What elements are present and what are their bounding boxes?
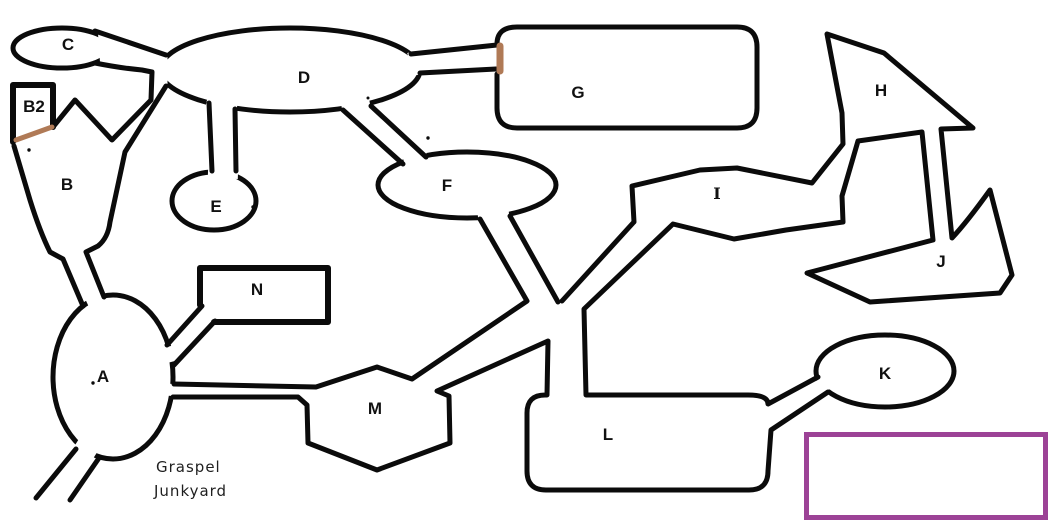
corridor-f-crossing-east [507, 213, 561, 305]
room-label-n: N [251, 280, 263, 299]
room-label-b: B [61, 175, 73, 194]
room-d-shape [157, 25, 423, 115]
map-title: Graspel Junkyard [153, 458, 227, 500]
door-b2-entrance [13, 124, 55, 143]
room-label-a: A [97, 367, 109, 386]
room-label-m: M [368, 399, 382, 418]
room-label-g: G [571, 83, 584, 102]
outline-strokes [10, 24, 1015, 503]
room-b-east-outline [83, 83, 169, 300]
stray-dots [27, 96, 430, 385]
path-west-network [171, 216, 530, 390]
corridor-n-a-east [171, 318, 218, 368]
map-title-line2: Junkyard [153, 482, 227, 500]
room-b2-outline [10, 82, 56, 145]
room-b-west-outline [11, 143, 86, 309]
exit-spur-east [67, 455, 102, 503]
exit-spur-west [33, 446, 79, 501]
room-label-e: E [210, 197, 221, 216]
room-label-d: D [298, 68, 310, 87]
room-f-shape [375, 149, 559, 221]
path-south-network [170, 338, 831, 493]
room-label-i: I [713, 184, 720, 203]
room-label-b2: B2 [23, 97, 45, 116]
room-label-k: K [879, 364, 892, 383]
room-label-h: H [875, 81, 887, 100]
corridor-d-g-lower [417, 66, 499, 76]
corridor-d-f-east [368, 103, 429, 160]
empty-purple-box [804, 432, 1048, 520]
room-g-outline [494, 24, 760, 131]
corridor-d-e-east [232, 106, 239, 174]
room-k-shape [813, 332, 957, 410]
corridor-c-d-b-west [50, 60, 155, 143]
door-markers [13, 42, 504, 143]
room-label-f: F [442, 176, 452, 195]
corridor-d-f-west [340, 107, 406, 167]
room-a-shape [50, 292, 176, 462]
room-n-outline [197, 265, 331, 325]
map-title-line1: Graspel [156, 458, 221, 476]
corridor-d-g-upper [408, 42, 500, 57]
room-shapes [10, 25, 957, 462]
room-labels: A B B2 C D E F G H I J K L M N [23, 35, 946, 444]
room-label-c: C [62, 35, 74, 54]
gap-erasers [73, 32, 833, 460]
path-north-east-network [581, 31, 1015, 407]
corridor-c-d-upper [92, 28, 169, 58]
corridor-d-e-west [206, 100, 215, 174]
corridor-n-a-west [164, 303, 205, 348]
room-label-l: L [603, 425, 613, 444]
room-label-j: J [936, 252, 945, 271]
corridor-i-crossing-west [559, 220, 636, 304]
